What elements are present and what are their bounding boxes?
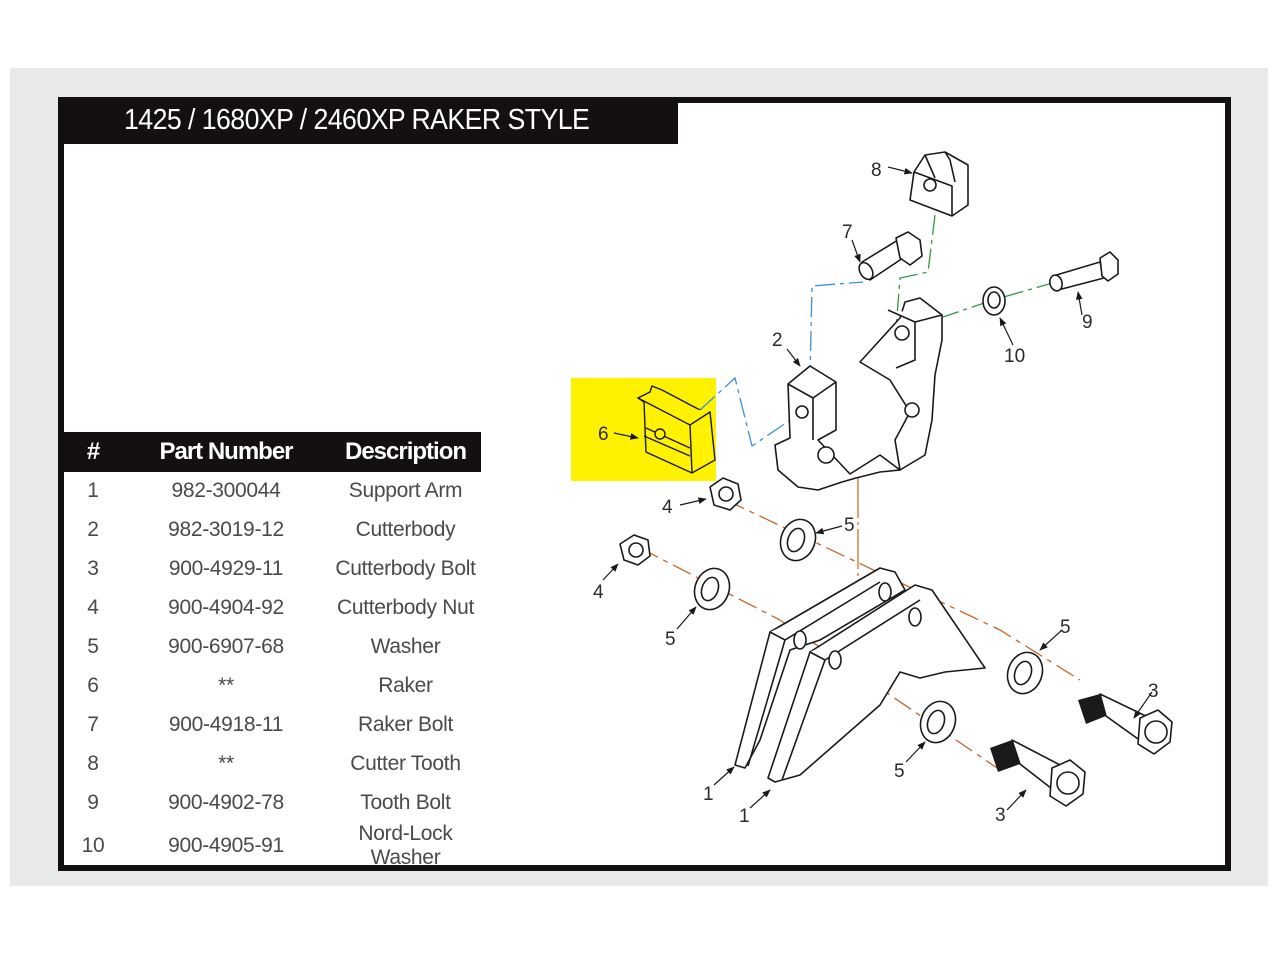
callout-washer-d: 5 [894,761,905,782]
support-arm-front-part [767,584,986,783]
row-part-number: ** [218,751,234,775]
row-number: 7 [87,712,99,736]
callout-support-arm-b: 1 [739,806,750,827]
callout-washer-b: 5 [665,629,676,650]
tooth-bolt-part [1049,251,1119,292]
cutterbody-bolt-lower-part [990,739,1086,807]
row-number: 2 [87,518,99,542]
table-row: 3 900-4929-11 Cutterbody Bolt [64,550,481,589]
raker-bolt-line-lower [699,376,806,448]
row-part-number: 982-3019-12 [168,518,284,542]
callout-tooth-bolt: 9 [1082,312,1093,333]
cutterbody-part [774,297,943,491]
row-part-number: 900-4904-92 [168,596,284,620]
row-number: 10 [81,834,105,858]
callout-support-arm-a: 1 [703,784,714,805]
row-number: 6 [87,673,99,697]
nut-bolt-line-upper [725,499,1081,681]
table-header-row: # Part Number Description [64,432,481,472]
cutterbody-bolt-upper-part [1078,693,1173,755]
row-number: 4 [87,596,99,620]
row-part-number: 900-4902-78 [168,790,284,814]
raker-part [636,385,716,474]
tooth-bolt-line [939,281,1057,319]
column-header-part-number: Part Number [122,432,330,472]
cutterbody-nut-lower-part [619,534,651,566]
callout-cutter-tooth: 8 [871,160,882,181]
table-row: 8 ** Cutter Tooth [64,744,481,783]
row-number: 8 [87,751,99,775]
row-number: 1 [87,479,99,503]
row-number: 3 [87,557,99,581]
table-row: 7 900-4918-11 Raker Bolt [64,705,481,744]
callout-raker: 6 [598,424,609,445]
leader-lines [602,166,1153,811]
callout-washer-a: 5 [844,515,855,536]
tooth-line [894,214,936,343]
callout-nord-lock-washer: 10 [1004,346,1025,367]
row-description: Cutterbody Nut [336,596,475,620]
table-row: 2 982-3019-12 Cutterbody [64,511,481,550]
row-number: 9 [87,790,99,814]
washer-right-part [1006,651,1044,695]
washer-upper-part [779,518,817,562]
table-row: 4 900-4904-92 Cutterbody Nut [64,589,481,628]
row-description: Tooth Bolt [360,790,451,814]
row-description: Cutter Tooth [350,751,461,775]
row-description: Raker Bolt [357,712,454,736]
diagram-frame [58,97,1231,871]
table-row: 1 982-300044 Support Arm [64,472,481,511]
title-bar: 1425 / 1680XP / 2460XP RAKER STYLE [58,97,678,144]
washer-left-part [693,567,731,611]
table-row: 6 ** Raker [64,666,481,705]
row-part-number: 900-6907-68 [168,635,284,658]
washer-bottom-part [919,700,957,744]
row-part-number: 900-4918-11 [168,712,284,736]
cutterbody-nut-upper-part [709,477,742,511]
table-row: 10 900-4905-91 Nord-Lock Washer [64,822,481,870]
callout-raker-bolt: 7 [842,222,853,243]
callout-cutterbody: 2 [772,330,783,351]
row-part-number: 982-300044 [171,479,281,503]
table-row: 5 900-6907-68 Washer [64,628,481,667]
row-part-number: ** [218,673,234,697]
row-part-number: 900-4905-91 [168,834,284,858]
row-description: Raker [378,673,433,697]
column-header-description: Description [330,432,481,472]
raker-bolt-part [858,231,923,281]
row-description: Cutterbody [355,518,456,542]
row-description: Support Arm [348,479,463,503]
callout-cutterbody-bolt-a: 3 [1148,681,1159,702]
row-description: Washer [370,635,441,658]
row-number: 5 [87,635,99,658]
parts-table: # Part Number Description 1 982-300044 Sup… [64,432,481,870]
support-arm-rear-part [734,567,906,769]
row-description: Cutterbody Bolt [335,557,476,581]
table-row: 9 900-4902-78 Tooth Bolt [64,783,481,822]
row-description: Nord-Lock Washer [358,822,453,870]
column-header-number: # [64,432,122,472]
row-part-number: 900-4929-11 [168,557,284,581]
page-title: 1425 / 1680XP / 2460XP RAKER STYLE [124,104,590,136]
cutter-tooth-part [909,151,969,217]
callout-cutterbody-nut-a: 4 [662,497,673,518]
nord-lock-washer-part [982,286,1006,316]
callout-cutterbody-nut-b: 4 [593,582,604,603]
callout-washer-c: 5 [1060,617,1071,638]
callout-cutterbody-bolt-b: 3 [995,805,1006,826]
